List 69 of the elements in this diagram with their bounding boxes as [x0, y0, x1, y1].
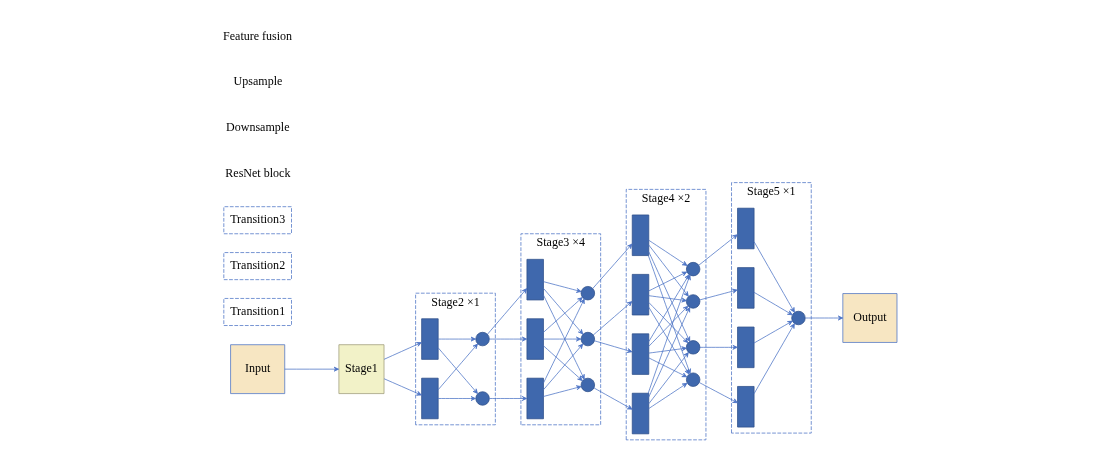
node-box — [737, 326, 755, 369]
arrow — [753, 323, 795, 395]
node-box — [737, 207, 755, 250]
arrow — [648, 274, 690, 342]
arrow — [592, 301, 633, 336]
arrow — [284, 366, 339, 372]
arrow — [383, 378, 422, 396]
arrow — [543, 343, 584, 391]
arrow — [543, 336, 582, 342]
node-circle — [475, 331, 490, 347]
legend-label: Downsample — [226, 120, 290, 135]
arrow — [489, 396, 528, 401]
arrow — [699, 288, 738, 301]
node-box: Transition3 — [223, 206, 292, 235]
arrow — [543, 281, 582, 293]
legend-label: Upsample — [233, 74, 283, 89]
arrow — [753, 292, 793, 316]
node-circle — [686, 294, 701, 309]
arrow — [648, 357, 688, 378]
node-box — [526, 318, 544, 360]
node-box — [631, 214, 650, 256]
arrow — [437, 396, 476, 401]
arrow — [753, 320, 793, 344]
node-circle — [475, 391, 490, 406]
node-circle — [580, 377, 595, 393]
node-circle — [791, 310, 806, 326]
node-circle — [686, 340, 701, 355]
node-box — [526, 258, 544, 301]
node-box — [526, 377, 544, 420]
arrow — [699, 382, 738, 404]
arrow — [593, 387, 633, 410]
arrow — [648, 251, 691, 342]
node-box: Transition2 — [223, 252, 292, 281]
arrow — [648, 271, 688, 292]
arrow — [648, 239, 688, 266]
arrow — [648, 244, 689, 297]
node-box — [737, 386, 755, 428]
arrow — [648, 382, 688, 409]
node-box — [737, 267, 755, 309]
arrow — [698, 234, 738, 266]
arrow — [699, 344, 738, 350]
node-box: Input — [230, 344, 286, 394]
arrow — [594, 340, 633, 353]
arrow — [543, 345, 583, 381]
arrow — [753, 241, 795, 313]
node-box: Transition1 — [223, 298, 292, 326]
node-box — [421, 318, 439, 360]
node-circle — [686, 261, 701, 277]
arrow — [437, 336, 476, 342]
node-box — [421, 377, 439, 420]
node-box — [631, 333, 650, 375]
arrow — [648, 346, 687, 354]
arrow — [543, 288, 584, 335]
arrow — [383, 342, 422, 360]
node-box — [631, 392, 650, 435]
arrow — [489, 336, 528, 342]
legend-label: ResNet block — [225, 166, 291, 181]
arrow — [592, 243, 633, 289]
arrow — [648, 295, 687, 303]
arrow — [543, 385, 582, 397]
arrow — [543, 297, 583, 333]
node-circle — [686, 372, 701, 387]
legend-label: Feature fusion — [223, 28, 293, 43]
node-box: Output — [842, 293, 898, 343]
arrow — [487, 288, 528, 335]
node-box: Stage1 — [338, 344, 385, 394]
node-circle — [580, 286, 595, 301]
node-box — [631, 274, 650, 316]
arrow — [805, 315, 844, 321]
